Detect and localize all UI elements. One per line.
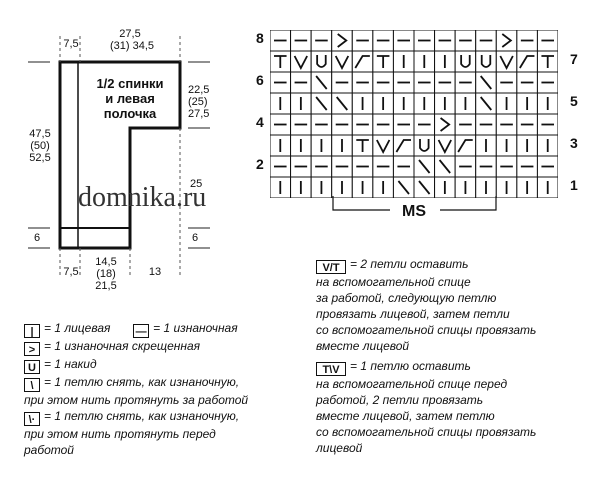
dim-top-total: 27,5 [119,28,141,40]
row-number-4: 4 [256,114,264,130]
row-number-7: 7 [570,51,578,67]
yarn-over-symbol-icon: U [24,360,40,374]
yarn-over-symbol-icon [316,55,327,68]
twisted-purl-symbol-icon [337,33,348,48]
slip-front-symbol-icon: \· [24,412,40,426]
legend-item-slip-back: \= 1 петлю снять, как изнаночную, [24,374,314,392]
chart-cell [310,50,333,73]
chart-cell [475,50,497,73]
dim-top-sub: (31) 34,5 [109,40,155,52]
slip-symbol-icon [438,159,451,174]
legend-item-knit: |= 1 лицевая —= 1 изнаночная [24,320,314,338]
legend-item-slip-front: \·= 1 петлю снять, как изнаночную, [24,408,314,426]
chart-cell [454,50,477,73]
cable-v-symbol-icon [293,55,308,70]
row-number-8: 8 [256,30,264,46]
twisted-purl-symbol-icon [501,33,513,48]
cable-v-symbol-icon [499,55,514,70]
watermark: domnika.ru [78,182,207,213]
schematic-center-label: 1/2 спинки и левая полочка [96,76,164,121]
twisted-purl-symbol-icon: > [24,342,40,356]
cable-slant-symbol-icon [457,139,473,153]
cable-front-symbol-icon: T\V [316,362,346,376]
dim-bottom-mid: 14,5 (18) 21,5 [95,256,117,292]
cable-v-symbol-icon [334,55,350,70]
chart-cell [495,29,518,52]
slip-symbol-icon [418,159,431,174]
cable-v-symbol-icon [437,139,452,154]
row-number-6: 6 [256,72,264,88]
legend-item-slip-front-cont2: работой [24,443,74,457]
slip-symbol-icon [315,75,328,90]
slip-symbol-icon [315,96,328,111]
cable-slant-symbol-icon [354,55,370,69]
knit-symbol-icon: | [24,324,40,338]
twisted-purl-symbol-icon [440,117,451,132]
chart-cell [454,134,477,157]
cable-back-symbol-icon: V/T [316,260,346,274]
dim-top-left: 7,5 [63,38,79,50]
stitch-chart [269,29,559,199]
chart-cell [392,134,415,157]
legend-cable-back: V/T= 2 петли оставить на вспомогательной… [316,257,537,353]
legend-item-slip-back-cont: при этом нить протянуть за работой [24,393,249,407]
chart-cell [434,113,456,136]
chart-cell [516,50,538,73]
cable-v-symbol-icon [376,139,391,154]
legend-item-yarn-over: U= 1 накид [24,356,314,374]
legend-item-twisted-purl: >= 1 изнаночная скрещенная [24,338,314,356]
cable-t-symbol-icon [356,139,369,152]
cable-t-symbol-icon [376,55,390,68]
ms-bracket [332,196,497,211]
row-number-3: 3 [570,135,578,151]
dim-bottom-left: 7,5 [63,266,79,278]
slip-symbol-icon [336,96,348,111]
slip-symbol-icon [418,180,431,195]
dim-right-lower: 25 [190,178,203,190]
legend-cable-front: T\V= 1 петлю оставить на вспомогательной… [316,359,537,455]
ms-label: MS [402,203,426,220]
cable-slant-symbol-icon [519,55,535,69]
purl-symbol-icon: — [133,324,150,338]
yarn-over-symbol-icon [480,55,492,68]
dim-left-height: 47,5 (50) 52,5 [29,128,51,164]
slip-back-symbol-icon: \ [24,378,40,392]
row-number-1: 1 [570,177,578,193]
slip-symbol-icon [480,96,492,111]
dim-rib-left: 6 [34,232,41,244]
legend-item-slip-front-cont: при этом нить протянуть перед [24,427,216,441]
chart-cell [331,29,353,52]
dim-bottom-right: 13 [148,266,162,278]
cable-t-symbol-icon [274,55,287,68]
chart-cell [413,134,436,157]
cable-slant-symbol-icon [395,139,411,153]
slip-symbol-icon [480,75,492,90]
slip-symbol-icon [397,180,410,195]
legend-right: V/T= 2 петли оставить на вспомогательной… [316,256,598,456]
cable-t-symbol-icon [541,55,554,68]
chart-cell [351,50,374,73]
yarn-over-symbol-icon [419,139,430,152]
yarn-over-symbol-icon [460,55,471,68]
row-number-5: 5 [570,93,578,109]
legend-left: |= 1 лицевая —= 1 изнаночная >= 1 изнано… [24,320,314,458]
dim-rib-right: 6 [192,232,199,244]
dim-right-shoulder: 22,5 (25) 27,5 [188,84,210,120]
row-number-2: 2 [256,156,264,172]
